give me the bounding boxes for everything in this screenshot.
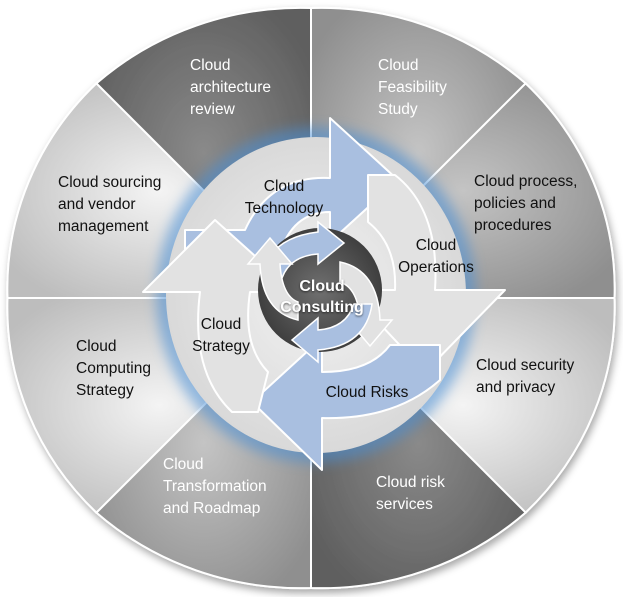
center-hub [246,220,394,364]
hub-arrow-bottom [290,303,373,364]
hub-arrow-left [246,236,299,321]
arrow-risks [251,337,441,471]
label-cloud-consulting: Cloud Consulting [280,278,364,316]
arrow-strategy [142,219,296,413]
